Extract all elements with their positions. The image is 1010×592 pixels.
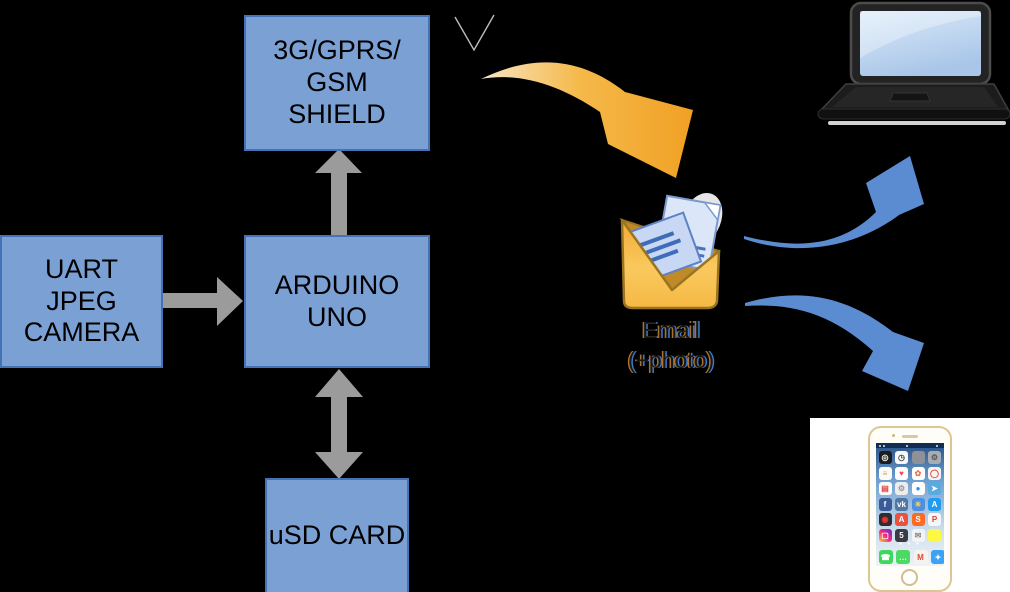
avito-icon: A xyxy=(895,513,908,526)
arrow-arduino-to-shield xyxy=(315,149,362,235)
safari-icon: ✦ xyxy=(931,550,944,564)
instagram-icon: ▢ xyxy=(878,528,892,542)
box-usd-card: uSD CARD xyxy=(265,478,409,592)
box-line: UNO xyxy=(307,301,367,332)
dark-map-app-icon: ◉ xyxy=(878,513,892,526)
uber-icon: ◎ xyxy=(878,451,892,464)
snapchat-icon xyxy=(928,528,941,542)
clock-icon: ◷ xyxy=(895,451,908,464)
arrow-email-to-phone xyxy=(745,295,924,391)
box-gsm-shield: 3G/GPRS/ GSM SHIELD xyxy=(244,15,430,151)
game-535-icon: 5 xyxy=(895,528,908,542)
camera-app-icon xyxy=(911,451,925,464)
phone-status-bar xyxy=(876,443,944,448)
vk-icon: vk xyxy=(895,497,908,511)
laptop-icon xyxy=(817,1,1010,125)
phone-front-camera xyxy=(892,434,895,437)
box-line: GSM xyxy=(306,67,368,98)
box-line: 3G/GPRS/ xyxy=(273,35,401,66)
phone-earpiece xyxy=(902,435,918,438)
email-label-line1: Email xyxy=(642,317,700,343)
arrow-email-to-laptop xyxy=(744,156,924,249)
arrow-shield-to-email xyxy=(481,62,693,178)
app-store-icon: A xyxy=(928,497,941,511)
antenna-v-icon xyxy=(454,14,495,52)
gmail-icon: M xyxy=(913,550,928,564)
box-uart-jpeg-camera: UART JPEG CAMERA xyxy=(0,235,163,368)
notes-icon: ≡ xyxy=(878,466,892,480)
email-icon xyxy=(619,192,723,310)
box-line: UART xyxy=(44,253,118,284)
box-line: uSD CARD xyxy=(268,520,406,551)
arrow-camera-to-arduino xyxy=(162,277,243,326)
phone-dock: ☎…M✦ xyxy=(878,550,944,564)
opera-mini-icon: ◯ xyxy=(928,466,941,480)
box-line: ARDUINO xyxy=(274,269,400,300)
health-icon: ♥ xyxy=(895,466,908,480)
email-label: Email (+photo) xyxy=(585,316,757,376)
phone-page-dots: ● ● ● xyxy=(899,541,921,547)
pinterest-icon: P xyxy=(928,513,941,526)
arrow-arduino-usd-bidirectional xyxy=(315,369,363,479)
photos-icon: ✿ xyxy=(911,466,925,480)
phone-home-button xyxy=(901,569,918,586)
settings-icon: ⚙ xyxy=(928,451,941,464)
telegram-icon: ➤ xyxy=(928,482,941,495)
soundcloud-icon: S xyxy=(911,513,925,526)
messages-icon: … xyxy=(896,550,910,564)
mail-app-icon: ✉ xyxy=(911,528,925,542)
box-line: JPEG xyxy=(46,285,117,316)
phone-call-icon: ☎ xyxy=(878,550,893,564)
box-line: CAMERA xyxy=(23,317,140,348)
facebook-icon: f xyxy=(878,497,892,511)
weather-icon: ☀ xyxy=(911,497,925,511)
utility-app-icon: ⚙ xyxy=(895,482,908,495)
email-label-line2: (+photo) xyxy=(627,346,715,373)
box-arduino-uno: ARDUINO UNO xyxy=(244,235,430,368)
calendar-icon: ▤ xyxy=(878,482,892,495)
messenger-icon: ● xyxy=(911,482,925,495)
box-line: SHIELD xyxy=(288,98,386,129)
